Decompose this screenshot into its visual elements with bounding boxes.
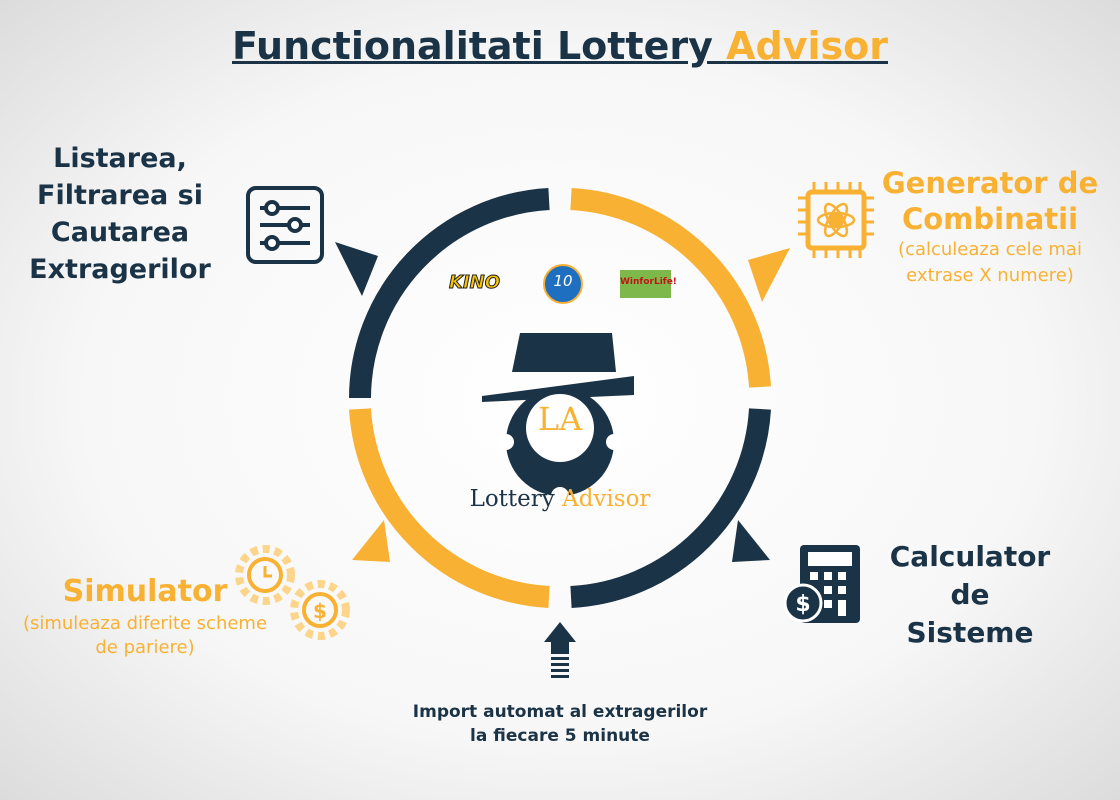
ring-arc-bottom-left bbox=[349, 408, 550, 608]
gears-clock-dollar-icon: $ bbox=[235, 545, 350, 640]
winforlife-logo-text: WinforLife! bbox=[620, 277, 677, 287]
arrowhead-bottom-left bbox=[352, 520, 390, 562]
kino-logo: KINO bbox=[448, 272, 501, 294]
winforlife-logo bbox=[620, 270, 671, 298]
logo-monogram: LA bbox=[537, 400, 583, 438]
calculator-dollar-icon: $ bbox=[783, 545, 860, 623]
sliders-icon bbox=[246, 186, 324, 264]
loto-logo-text: 10 bbox=[553, 272, 573, 290]
arrowhead-top-left bbox=[335, 242, 378, 296]
svg-text:$: $ bbox=[313, 599, 327, 623]
page-title: Functionalitati Lottery Advisor bbox=[231, 24, 888, 68]
arrowhead-bottom-right bbox=[732, 520, 770, 562]
svg-text:$: $ bbox=[795, 592, 810, 617]
feature-simulator: Simulator (simuleaza diferite scheme de … bbox=[22, 574, 268, 658]
lottery-advisor-logo bbox=[482, 333, 634, 505]
loto-logo bbox=[543, 264, 583, 304]
up-arrow-icon bbox=[544, 622, 576, 678]
cpu-atom-icon bbox=[798, 182, 874, 258]
brand-name: Lottery Advisor bbox=[469, 486, 651, 512]
ring-arc-top-right bbox=[570, 188, 771, 388]
ring-arc-top-left bbox=[349, 188, 550, 399]
ring-arc-bottom-right bbox=[570, 408, 771, 608]
feature-generator: Generator de Combinatii (calculeaza cele… bbox=[881, 166, 1099, 286]
arrowhead-top-right bbox=[748, 248, 790, 302]
